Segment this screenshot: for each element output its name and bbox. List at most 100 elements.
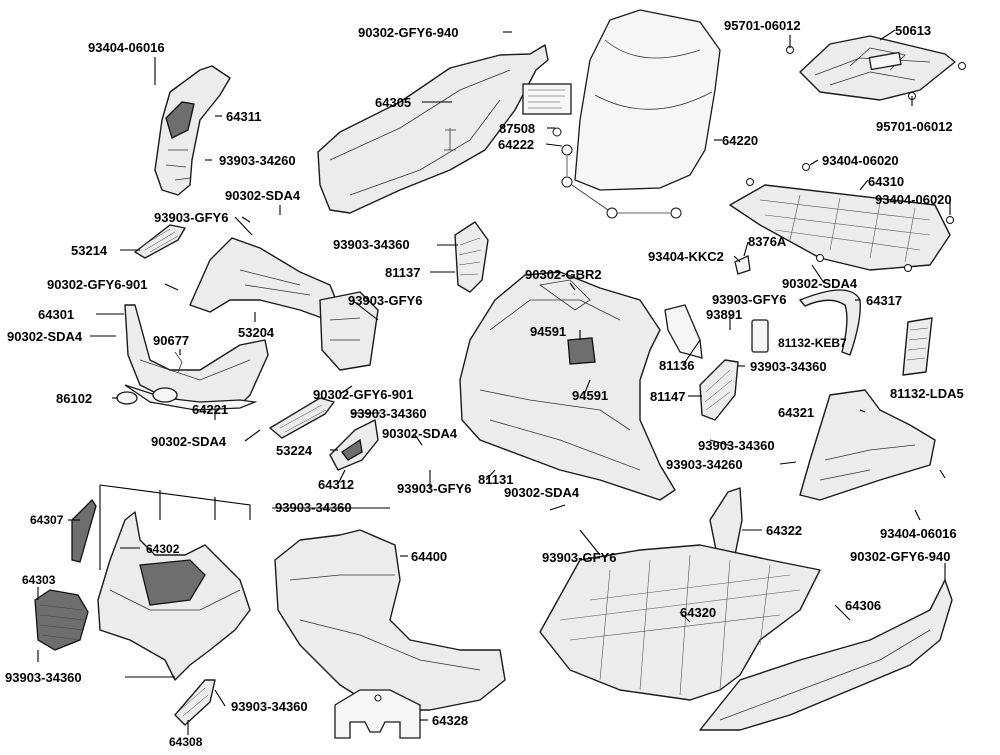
label-93903-34360-b: 93903-34360: [750, 359, 827, 374]
label-90677: 90677: [153, 333, 189, 348]
label-64301: 64301: [38, 307, 74, 322]
label-64328: 64328: [432, 713, 468, 728]
label-93903-34260-b: 93903-34260: [666, 457, 743, 472]
label-64220: 64220: [722, 133, 758, 148]
label-64317: 64317: [866, 293, 902, 308]
label-87508: 87508: [499, 121, 535, 136]
label-90302-gfy6-901-b: 90302-GFY6-901: [313, 387, 413, 402]
part-81136: [664, 304, 703, 359]
label-64302: 64302: [146, 542, 180, 556]
label-64322: 64322: [766, 523, 802, 538]
part-90677: [174, 351, 183, 373]
label-50613: 50613: [895, 23, 931, 38]
label-81132-keb7: 81132-KEB7: [778, 336, 847, 350]
label-53224: 53224: [276, 443, 313, 458]
label-8376a: 8376A: [748, 234, 787, 249]
part-53214: [134, 224, 186, 259]
label-81147: 81147: [650, 389, 685, 404]
part-53224: [269, 397, 335, 439]
part-81147: [699, 359, 739, 421]
label-81132-lda5: 81132-LDA5: [890, 386, 964, 401]
label-81136: 81136: [659, 358, 694, 373]
part-64302: [97, 511, 251, 681]
label-64311: 64311: [226, 109, 261, 124]
part-50613: [786, 35, 966, 101]
label-95701-06012: 95701-06012: [724, 18, 801, 33]
label-90302-sda4-c: 90302-SDA4: [7, 329, 83, 344]
label-93903-34360-e: 93903-34360: [275, 500, 352, 515]
part-86102: [116, 387, 178, 405]
label-93404-06020: 93404-06020: [822, 153, 899, 168]
label-64303: 64303: [22, 573, 56, 587]
part-64308: [174, 679, 216, 726]
part-64320: [539, 544, 821, 701]
part-64312: [329, 419, 379, 471]
label-64307: 64307: [30, 513, 64, 527]
part-64317: [799, 289, 861, 356]
label-64312: 64312: [318, 477, 354, 492]
part-64220: [552, 9, 721, 219]
label-90302-sda4-f: 90302-SDA4: [504, 485, 580, 500]
part-64307: [71, 498, 97, 563]
label-64308: 64308: [169, 735, 203, 749]
label-90302-sda4-d: 90302-SDA4: [382, 426, 458, 441]
label-53214: 53214: [71, 243, 108, 258]
label-93903-34360-f: 93903-34360: [5, 670, 82, 685]
label-93404-kkc2: 93404-KKC2: [648, 249, 724, 264]
part-81137: [454, 221, 489, 293]
part-81131: [459, 271, 676, 501]
label-64320: 64320: [680, 605, 716, 620]
label-64321: 64321: [778, 405, 814, 420]
label-93903-34260: 93903-34260: [219, 153, 296, 168]
label-90302-gfy6-901: 90302-GFY6-901: [47, 277, 147, 292]
label-93903-gfy6: 93903-GFY6: [154, 210, 228, 225]
label-93903-gfy6-b: 93903-GFY6: [348, 293, 422, 308]
label-93903-34360-c: 93903-34360: [350, 406, 427, 421]
label-90302-sda4-b: 90302-SDA4: [782, 276, 858, 291]
label-64222: 64222: [498, 137, 534, 152]
label-53204: 53204: [238, 325, 275, 340]
label-64221: 64221: [192, 402, 228, 417]
part-64305: [317, 44, 549, 214]
part-64310: [729, 163, 954, 272]
part-81132-keb7: [751, 319, 769, 353]
label-81131: 81131: [478, 472, 513, 487]
label-93903-34360-g: 93903-34360: [231, 699, 308, 714]
label-93891: 93891: [706, 307, 742, 322]
label-93903-34360-d: 93903-34360: [698, 438, 775, 453]
label-93903-gfy6-d: 93903-GFY6: [397, 481, 471, 496]
label-93404-06016: 93404-06016: [88, 40, 165, 55]
label-64306: 64306: [845, 598, 881, 613]
part-64301: [124, 304, 269, 406]
part-81132-lda5: [902, 317, 933, 376]
part-64306: [699, 579, 953, 731]
part-64328: [334, 689, 421, 739]
part-64303: [34, 589, 89, 651]
label-95701-06012-b: 95701-06012: [876, 119, 953, 134]
part-64311: [154, 65, 231, 196]
label-93903-gfy6-e: 93903-GFY6: [542, 550, 616, 565]
label-93404-06016-b: 93404-06016: [880, 526, 957, 541]
label-90302-gfy6-940-b: 90302-GFY6-940: [850, 549, 950, 564]
part-64400: [274, 529, 506, 711]
part-53204: [189, 237, 379, 371]
label-64400: 64400: [411, 549, 447, 564]
label-94591: 94591: [530, 324, 566, 339]
leader-lines: [37, 29, 951, 735]
label-90302-sda4-e: 90302-SDA4: [151, 434, 227, 449]
label-64305: 64305: [375, 95, 411, 110]
part-64321: [799, 389, 936, 501]
label-64310: 64310: [868, 174, 904, 189]
part-87508: [522, 83, 572, 115]
label-86102: 86102: [56, 391, 92, 406]
part-64221: [124, 384, 258, 411]
label-93404-06020-b: 93404-06020: [875, 192, 952, 207]
callout-labels: 93404-06016 64311 93903-34260 90302-GFY6…: [5, 18, 964, 749]
label-93903-34360: 93903-34360: [333, 237, 410, 252]
label-81137: 81137: [385, 265, 420, 280]
label-94591-b: 94591: [572, 388, 608, 403]
label-90302-gbr2: 90302-GBR2: [525, 267, 602, 282]
label-93903-gfy6-c: 93903-GFY6: [712, 292, 786, 307]
